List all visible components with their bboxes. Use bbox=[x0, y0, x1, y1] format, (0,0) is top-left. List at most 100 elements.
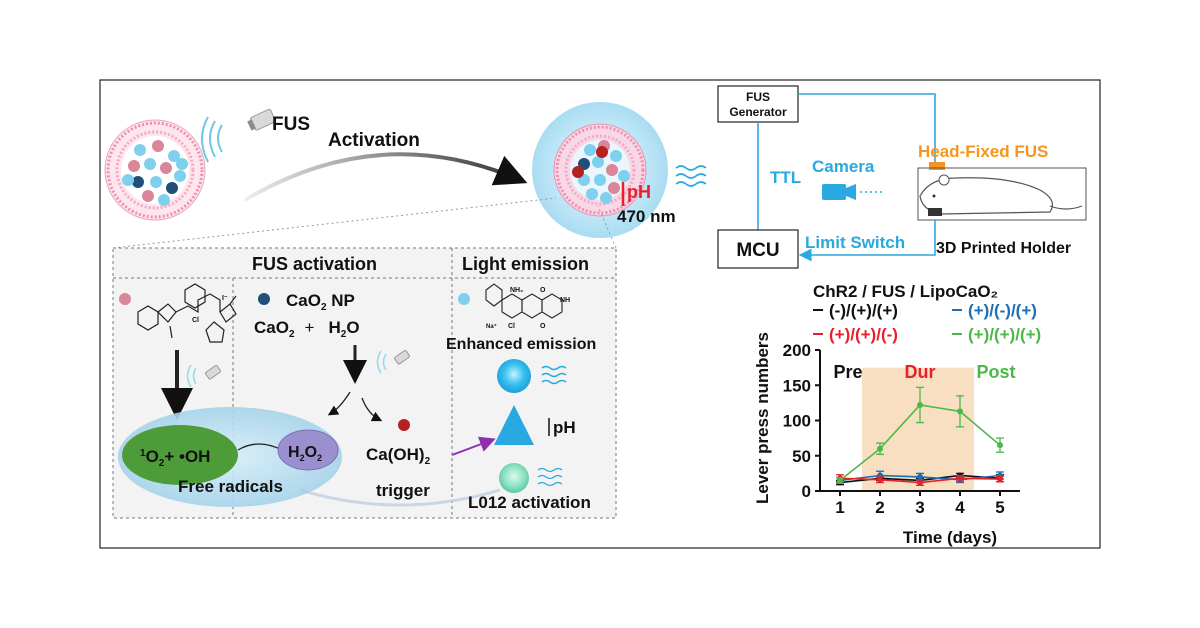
trigger-arrow bbox=[451, 436, 496, 456]
ph-label-top: pH bbox=[627, 182, 651, 202]
enhanced-emission-label: Enhanced emission bbox=[446, 336, 596, 353]
limit-switch-label: Limit Switch bbox=[805, 233, 905, 252]
data-point-2-2 bbox=[917, 479, 923, 486]
fus-activation-title: FUS activation bbox=[252, 254, 377, 274]
liposome-activated-beads bbox=[572, 140, 630, 204]
bead-activated-12 bbox=[572, 166, 584, 178]
fus-transducer-small-middle bbox=[376, 350, 410, 374]
chart-legend: (-)/(+)/(+)(+)/(-)/(+)(+)/(+)/(-)(+)/(+)… bbox=[813, 301, 1041, 344]
chart-title: ChR2 / FUS / LipoCaO₂ bbox=[813, 282, 998, 301]
free-radicals-label: Free radicals bbox=[178, 477, 283, 496]
cyanine-dye-structure bbox=[119, 283, 237, 343]
reaction-equation: CaO2+H2O bbox=[254, 318, 360, 340]
bead-10 bbox=[142, 190, 154, 202]
fus-label: FUS bbox=[272, 114, 310, 135]
bead-1 bbox=[152, 140, 164, 152]
trigger-label: trigger bbox=[376, 481, 430, 500]
data-point-3-2 bbox=[917, 401, 923, 408]
fus-generator-line1: FUS bbox=[746, 90, 770, 104]
mouse-icon bbox=[917, 167, 1087, 221]
bead-activated-10 bbox=[586, 188, 598, 200]
treatment-period-shade bbox=[862, 367, 974, 491]
x-tick-label-2: 2 bbox=[875, 498, 884, 517]
ros-ellipse bbox=[122, 425, 238, 485]
l012-activation-label: L012 activation bbox=[468, 493, 591, 512]
x-tick-label-1: 1 bbox=[835, 498, 844, 517]
mcu-label: MCU bbox=[736, 240, 779, 261]
cao2-np-label: CaO2 NP bbox=[286, 291, 355, 313]
x-tick-label-4: 4 bbox=[955, 498, 965, 517]
activation-label: Activation bbox=[328, 130, 420, 151]
bead-12 bbox=[176, 158, 188, 170]
activation-arc-arrow bbox=[243, 152, 528, 202]
wavelength-label: 470 nm bbox=[617, 207, 676, 226]
legend-label-2: (+)/(+)/(-) bbox=[829, 325, 898, 344]
fus-generator-line2: Generator bbox=[729, 105, 787, 119]
branch-arrow-left bbox=[327, 391, 351, 416]
mcu-box bbox=[717, 229, 799, 269]
emission-glow-green bbox=[499, 463, 529, 493]
emission-waves-icon bbox=[675, 165, 707, 187]
data-point-2-3 bbox=[957, 475, 963, 482]
cl-atom-label: Cl bbox=[192, 317, 199, 324]
chart-xlabel: Time (days) bbox=[903, 528, 997, 547]
x-tick-label-3: 3 bbox=[915, 498, 924, 517]
phase-label-dur: Dur bbox=[905, 362, 936, 382]
legend-label-0: (-)/(+)/(+) bbox=[829, 301, 898, 320]
o-label-bottom: O bbox=[540, 323, 546, 330]
bead-3 bbox=[128, 160, 140, 172]
holder-label: 3D Printed Holder bbox=[936, 240, 1071, 257]
ph-up-label: pH bbox=[553, 418, 576, 437]
bead-activated-0 bbox=[584, 144, 596, 156]
fus-transducer-small-left bbox=[186, 364, 221, 388]
bead-activated-9 bbox=[608, 182, 620, 194]
h2o2-label: H2O2 bbox=[288, 444, 322, 463]
ttl-label: TTL bbox=[770, 168, 801, 187]
caoh2-bead bbox=[398, 419, 410, 431]
branch-arrow-right bbox=[361, 397, 383, 422]
bead-9 bbox=[166, 182, 178, 194]
chart-ylabel: Lever press numbers bbox=[753, 332, 772, 504]
liposome-initial-beads bbox=[122, 140, 188, 206]
bead-8 bbox=[150, 176, 162, 188]
iodide-label: I⁻ bbox=[222, 295, 228, 302]
h2o2-ellipse bbox=[277, 429, 339, 471]
l012-bead bbox=[458, 293, 470, 305]
bead-6 bbox=[174, 170, 186, 182]
bead-activated-6 bbox=[618, 170, 630, 182]
camera-label: Camera bbox=[812, 157, 875, 176]
y-tick-label-200: 200 bbox=[783, 341, 811, 360]
data-point-3-3 bbox=[957, 408, 963, 415]
bead-activated-2 bbox=[610, 150, 622, 162]
liposome-initial bbox=[104, 119, 206, 221]
data-point-3-0 bbox=[837, 477, 843, 484]
cl-label-l012: Cl bbox=[508, 323, 515, 330]
ros-label: 1O2+ •OH bbox=[140, 447, 210, 469]
bead-5 bbox=[160, 162, 172, 174]
data-point-3-4 bbox=[997, 442, 1003, 449]
emission-waves-blue bbox=[541, 365, 567, 385]
legend-label-1: (+)/(-)/(+) bbox=[968, 301, 1037, 320]
phase-label-pre: Pre bbox=[833, 362, 862, 382]
data-point-3-1 bbox=[877, 445, 883, 452]
y-tick-label-150: 150 bbox=[783, 376, 811, 395]
bead-activated-4 bbox=[592, 156, 604, 168]
pool-trail bbox=[299, 488, 501, 507]
nh-label: NH bbox=[560, 297, 570, 304]
phase-label-post: Post bbox=[976, 362, 1015, 382]
bead-11 bbox=[158, 194, 170, 206]
bead-activated-5 bbox=[606, 164, 618, 176]
figure-frame bbox=[99, 79, 1101, 549]
bead-0 bbox=[134, 144, 146, 156]
y-tick-label-50: 50 bbox=[792, 447, 811, 466]
y-tick-label-100: 100 bbox=[783, 412, 811, 431]
data-point-2-4 bbox=[997, 476, 1003, 483]
camera-icon bbox=[822, 184, 885, 200]
fus-transducer-icon bbox=[201, 108, 276, 163]
emission-waves-green bbox=[537, 467, 563, 487]
nh2-label: NH₂ bbox=[510, 287, 523, 294]
x-tick-label-5: 5 bbox=[995, 498, 1004, 517]
wire-generator-top bbox=[798, 93, 936, 165]
